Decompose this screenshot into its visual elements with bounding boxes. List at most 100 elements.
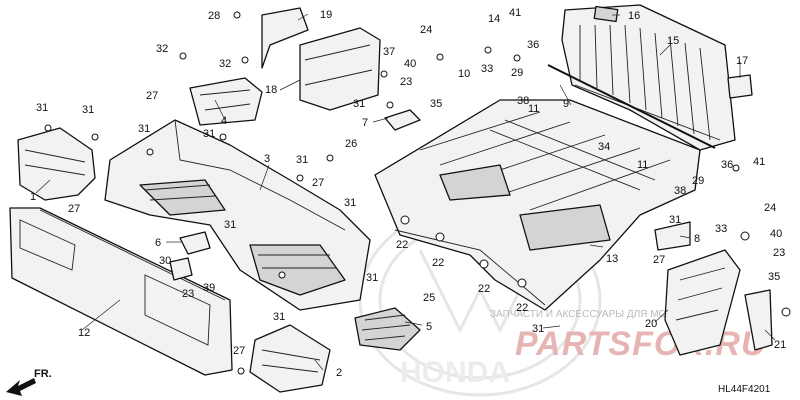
callout-31f: 31 — [353, 98, 365, 110]
callout-34: 34 — [598, 141, 610, 153]
callout-8: 8 — [694, 233, 700, 245]
part-5-step — [354, 307, 421, 351]
callout-31k: 31 — [669, 214, 681, 226]
callout-23c: 23 — [773, 247, 785, 259]
part-8-cover — [654, 221, 691, 251]
part-30-grommet — [169, 257, 193, 281]
part-2-lower-bracket — [249, 324, 331, 393]
part-17-latch — [727, 74, 753, 99]
callout-22c: 22 — [478, 283, 490, 295]
part-7-clip — [384, 109, 421, 131]
callout-35a: 35 — [430, 98, 442, 110]
leader-lines — [35, 13, 776, 371]
callout-36a: 36 — [527, 39, 539, 51]
callout-27c: 27 — [68, 203, 80, 215]
callout-17: 17 — [736, 55, 748, 67]
callout-19: 19 — [320, 9, 332, 21]
callout-1: 1 — [30, 191, 36, 203]
callout-2: 2 — [336, 367, 342, 379]
callout-40a: 40 — [404, 58, 416, 70]
callout-29a: 29 — [511, 67, 523, 79]
callout-39: 39 — [203, 282, 215, 294]
callout-11a: 11 — [528, 103, 539, 115]
callout-5: 5 — [426, 321, 432, 333]
callout-29b: 29 — [692, 175, 704, 187]
callout-31l: 31 — [532, 323, 544, 335]
callout-31j: 31 — [273, 311, 285, 323]
callout-23b: 23 — [182, 288, 194, 300]
callout-41b: 41 — [753, 156, 765, 168]
front-direction-arrow: FR. — [6, 368, 52, 396]
callout-27d: 27 — [653, 254, 665, 266]
part-20-side-panel — [664, 249, 741, 356]
callout-22b: 22 — [432, 257, 444, 269]
callout-23a: 23 — [400, 76, 412, 88]
part-13-cargo-bed — [374, 99, 701, 311]
callout-16: 16 — [628, 10, 640, 22]
site-caption-watermark: ЗАПЧАСТИ И АКСЕССУАРЫ ДЛЯ МОТОТЕХНИКИ — [490, 309, 727, 320]
diagram-code: HL44F4201 — [718, 384, 771, 395]
part-1-left-guard — [17, 127, 96, 201]
callout-38b: 38 — [674, 185, 686, 197]
callout-18: 18 — [265, 84, 277, 96]
fasteners — [44, 11, 791, 375]
honda-watermark-text: HONDA — [400, 356, 510, 389]
part-19-bracket — [261, 7, 309, 69]
callout-26: 26 — [345, 138, 357, 150]
arrow-icon — [6, 378, 36, 396]
callout-31d: 31 — [203, 128, 215, 140]
part-18-back-panel — [299, 27, 381, 111]
callout-32b: 32 — [219, 58, 231, 70]
callout-35b: 35 — [768, 271, 780, 283]
part-4-upper-tray — [189, 77, 263, 126]
callout-32a: 32 — [156, 43, 168, 55]
callout-21: 21 — [774, 339, 786, 351]
front-direction-label: FR. — [34, 368, 52, 380]
callout-31c: 31 — [138, 123, 150, 135]
callout-22a: 22 — [396, 239, 408, 251]
callout-10: 10 — [458, 68, 470, 80]
callout-7: 7 — [362, 117, 368, 129]
callout-27a: 27 — [146, 90, 158, 102]
part-12-lower-panel — [9, 207, 233, 376]
callout-30: 30 — [159, 255, 171, 267]
callout-28: 28 — [208, 10, 220, 22]
callout-4: 4 — [221, 115, 227, 127]
callout-31b: 31 — [82, 104, 94, 116]
part-21-bracket — [744, 289, 773, 351]
callout-14: 14 — [488, 13, 500, 25]
callout-33b: 33 — [715, 223, 727, 235]
callout-15: 15 — [667, 35, 679, 47]
callout-31i: 31 — [366, 272, 378, 284]
part-6-clip — [179, 231, 211, 255]
callout-9: 9 — [563, 98, 569, 110]
part-15-tailgate — [561, 4, 736, 151]
part-3-main-frame — [104, 119, 371, 311]
callout-40b: 40 — [770, 228, 782, 240]
callout-36b: 36 — [721, 159, 733, 171]
callout-41a: 41 — [509, 7, 521, 19]
callout-3: 3 — [264, 153, 270, 165]
callout-27e: 27 — [233, 345, 245, 357]
callout-6: 6 — [155, 237, 161, 249]
callout-24b: 24 — [764, 202, 776, 214]
callout-labels: 1 2 3 4 5 6 7 8 9 10 11 11 12 13 14 15 1… — [30, 7, 786, 379]
callout-31h: 31 — [344, 197, 356, 209]
part-9-rod — [547, 64, 716, 149]
callout-38a: 38 — [517, 95, 529, 107]
callout-31g: 31 — [224, 219, 236, 231]
callout-27b: 27 — [312, 177, 324, 189]
callout-33a: 33 — [481, 63, 493, 75]
callout-11b: 11 — [637, 159, 648, 171]
callout-20: 20 — [645, 318, 657, 330]
site-watermark: PARTSFOX.RU — [515, 325, 767, 363]
callout-24a: 24 — [420, 24, 432, 36]
callout-31a: 31 — [36, 102, 48, 114]
callout-12: 12 — [78, 327, 90, 339]
callout-31e: 31 — [296, 154, 308, 166]
callout-25: 25 — [423, 292, 435, 304]
callout-37: 37 — [383, 46, 395, 58]
callout-22d: 22 — [516, 302, 528, 314]
